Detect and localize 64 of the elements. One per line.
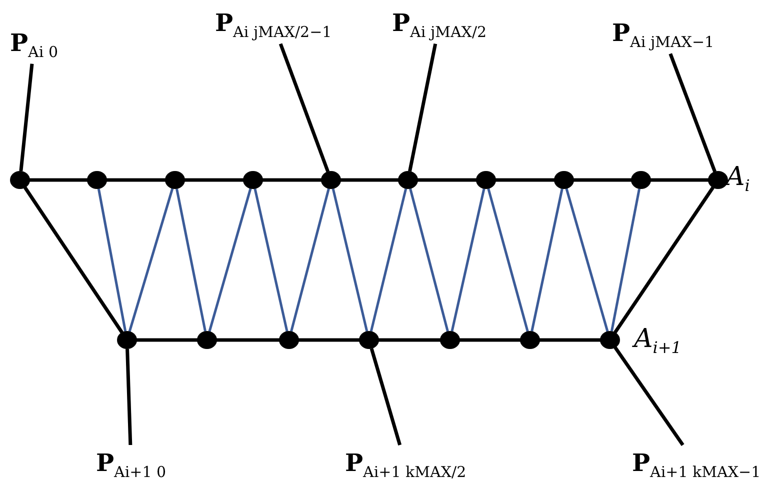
mesh-point bbox=[600, 331, 620, 349]
mesh-point bbox=[87, 171, 107, 189]
mesh-point bbox=[520, 331, 540, 349]
mesh-line bbox=[614, 186, 714, 334]
point-label: P$_{Ai+1 kMAX/2}$ bbox=[345, 448, 466, 481]
mesh-point bbox=[197, 331, 217, 349]
mesh-point bbox=[708, 171, 728, 189]
mesh-point bbox=[10, 171, 30, 189]
mesh-line bbox=[216, 338, 280, 342]
mesh-line bbox=[573, 178, 632, 182]
mesh-line bbox=[290, 188, 330, 332]
mesh-point bbox=[398, 171, 418, 189]
mesh-line bbox=[650, 178, 709, 182]
mesh-point bbox=[440, 331, 460, 349]
mesh-line bbox=[106, 178, 166, 182]
mesh-point bbox=[476, 171, 496, 189]
curve-label: A$_{i+1}$ bbox=[634, 324, 682, 358]
mesh-line bbox=[530, 188, 564, 332]
mesh-line bbox=[208, 188, 252, 332]
mesh-point bbox=[243, 171, 263, 189]
mesh-line bbox=[97, 188, 127, 332]
mesh-line bbox=[128, 188, 174, 332]
point-label: P$_{Ai jMAX−1}$ bbox=[612, 18, 714, 51]
mesh-line bbox=[254, 188, 288, 332]
mesh-line bbox=[340, 178, 399, 182]
curve-label: A$_{i}$ bbox=[726, 162, 750, 196]
leader-line bbox=[668, 53, 716, 172]
mesh-line bbox=[184, 178, 244, 182]
mesh-line bbox=[370, 188, 408, 332]
leader-line bbox=[126, 348, 132, 446]
mesh-point bbox=[359, 331, 379, 349]
mesh-line bbox=[539, 338, 601, 342]
mesh-point bbox=[279, 331, 299, 349]
mesh-line bbox=[378, 338, 441, 342]
mesh-line bbox=[450, 188, 486, 332]
mesh-line bbox=[176, 188, 206, 332]
mesh-line bbox=[29, 178, 88, 182]
mesh-point bbox=[117, 331, 137, 349]
mesh-line bbox=[487, 188, 529, 332]
leader-line bbox=[370, 348, 402, 446]
point-label: P$_{Ai jMAX/2}$ bbox=[392, 8, 487, 41]
mesh-line bbox=[24, 186, 124, 334]
point-label: P$_{Ai+1 kMAX−1}$ bbox=[632, 448, 761, 481]
mesh-line bbox=[136, 338, 198, 342]
mesh-point bbox=[631, 171, 651, 189]
leader-line bbox=[19, 64, 34, 172]
point-label: P$_{Ai jMAX/2−1}$ bbox=[215, 8, 332, 41]
mesh-line bbox=[417, 178, 477, 182]
point-label: P$_{Ai 0}$ bbox=[10, 28, 58, 61]
leader-line bbox=[408, 43, 438, 172]
leader-line bbox=[278, 43, 330, 172]
leader-line bbox=[614, 346, 684, 446]
mesh-line bbox=[298, 338, 360, 342]
mesh-line bbox=[262, 178, 322, 182]
mesh-line bbox=[459, 338, 521, 342]
mesh-point bbox=[165, 171, 185, 189]
mesh-line bbox=[610, 188, 641, 332]
mesh-line bbox=[332, 188, 368, 332]
mesh-line bbox=[409, 188, 449, 332]
mesh-line bbox=[565, 188, 609, 332]
point-label: P$_{Ai+1 0}$ bbox=[96, 448, 166, 481]
mesh-line bbox=[495, 178, 555, 182]
mesh-point bbox=[321, 171, 341, 189]
mesh-point bbox=[554, 171, 574, 189]
